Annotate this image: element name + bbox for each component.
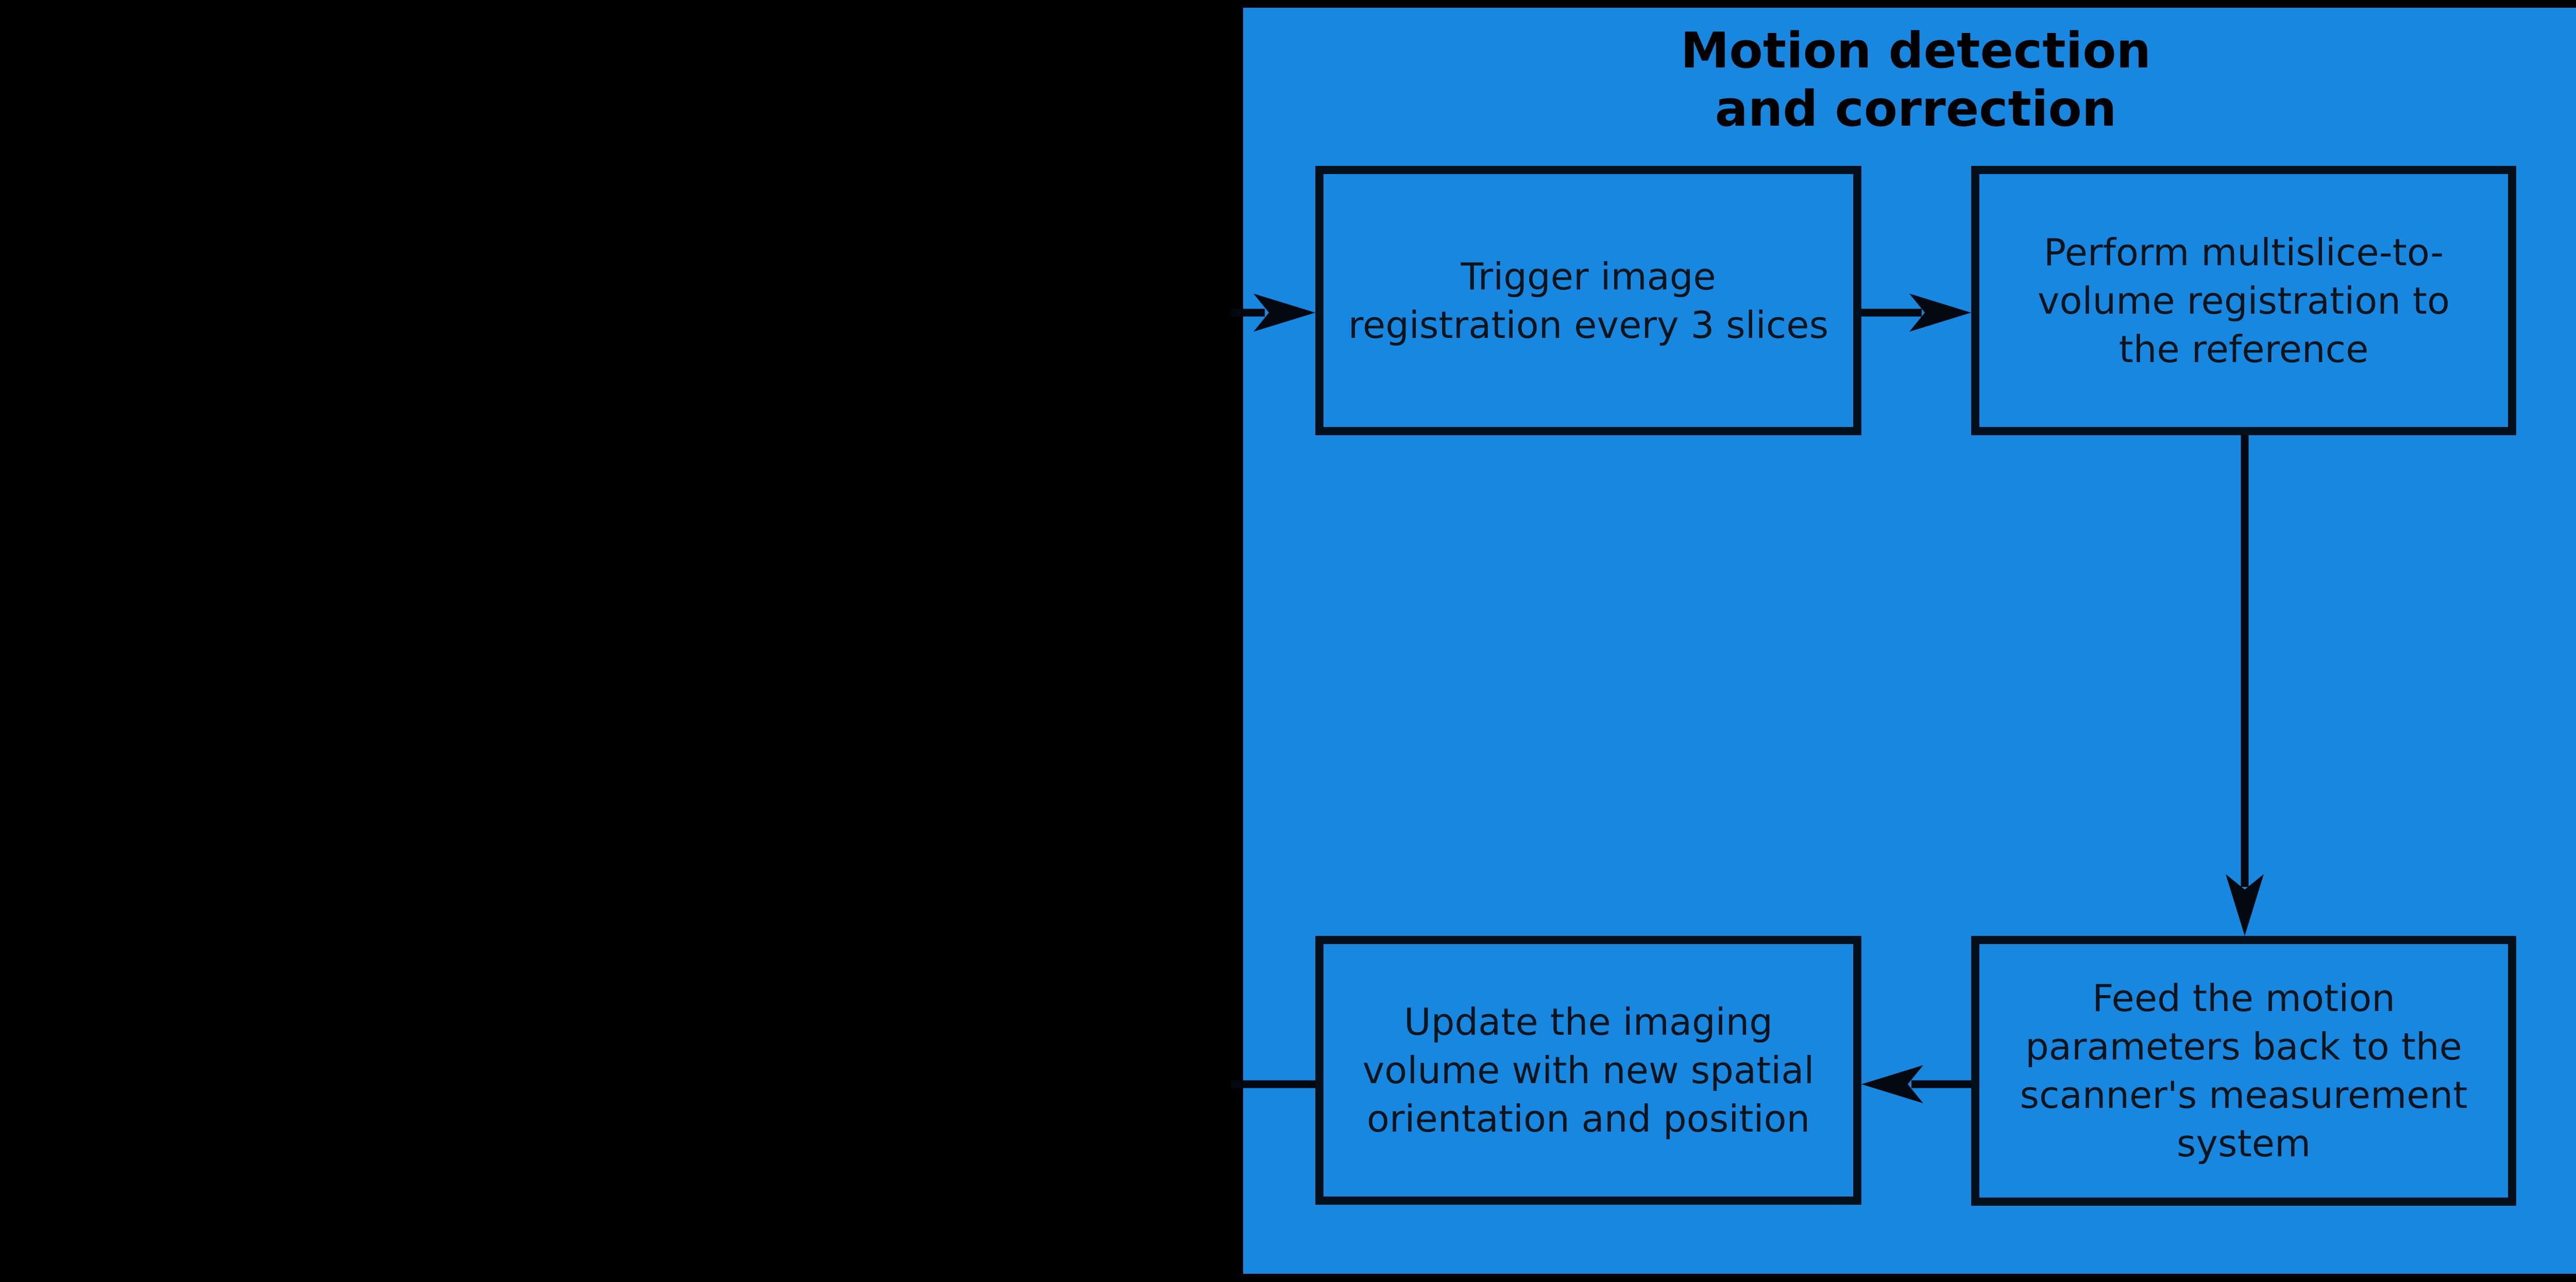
flow-box-register-label: Perform multislice-to- volume registrati… [2037, 230, 2450, 371]
flow-box-feed-label: Feed the motion parameters back to the s… [2020, 977, 2468, 1165]
motion-correction-panel: Motion detection and correction Trigger … [1243, 8, 2576, 1274]
flow-box-feed-parameters: Feed the motion parameters back to the s… [1971, 936, 2516, 1206]
flow-box-trigger-label: Trigger image registration every 3 slice… [1348, 254, 1829, 347]
flow-box-update-volume: Update the imaging volume with new spati… [1315, 936, 1861, 1205]
panel-title: Motion detection and correction [1680, 23, 2151, 138]
flow-box-update-label: Update the imaging volume with new spati… [1362, 1000, 1815, 1140]
flow-box-multislice-registration: Perform multislice-to- volume registrati… [1971, 166, 2516, 435]
flow-box-trigger-registration: Trigger image registration every 3 slice… [1315, 166, 1861, 435]
